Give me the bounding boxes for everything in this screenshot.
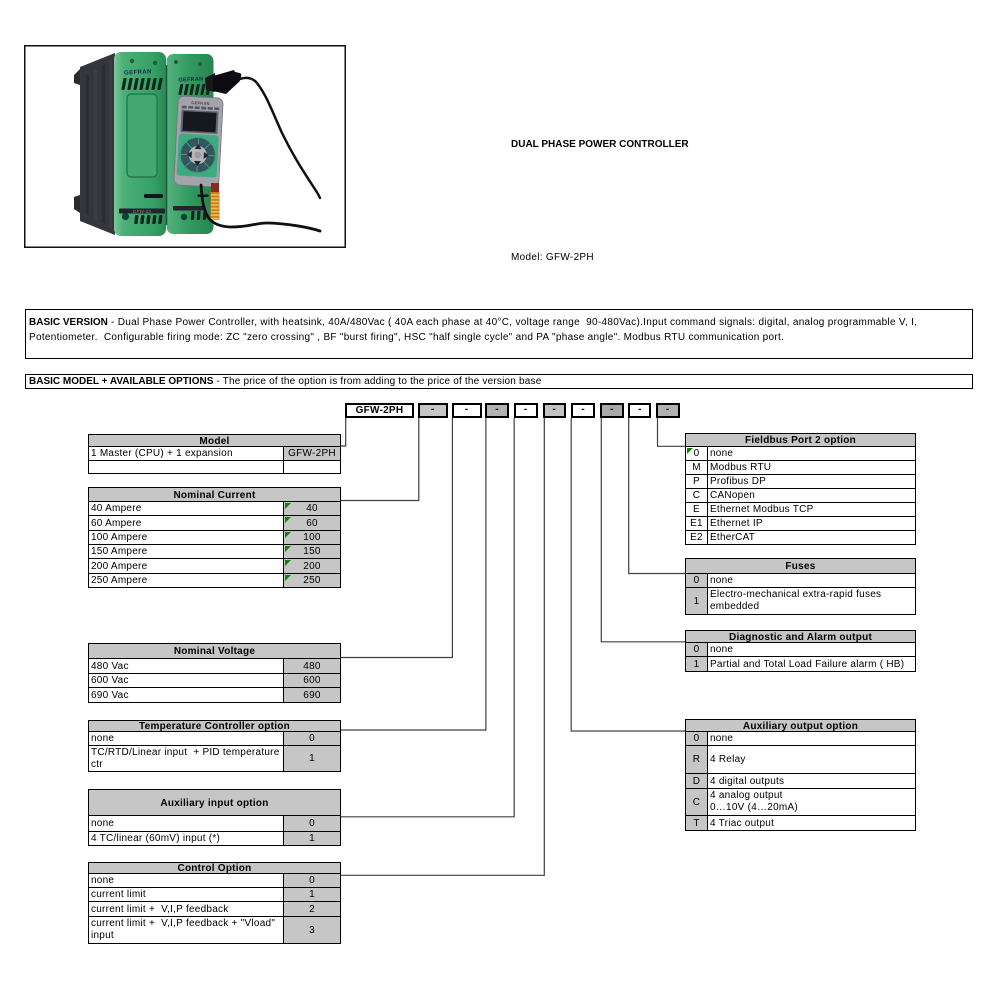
svg-text:GEFRAN: GEFRAN xyxy=(124,69,152,76)
svg-text:GEFRAN: GEFRAN xyxy=(178,76,203,83)
svg-text:GEFRAN: GEFRAN xyxy=(191,100,210,106)
svg-text:GFW-02: GFW-02 xyxy=(133,209,152,214)
